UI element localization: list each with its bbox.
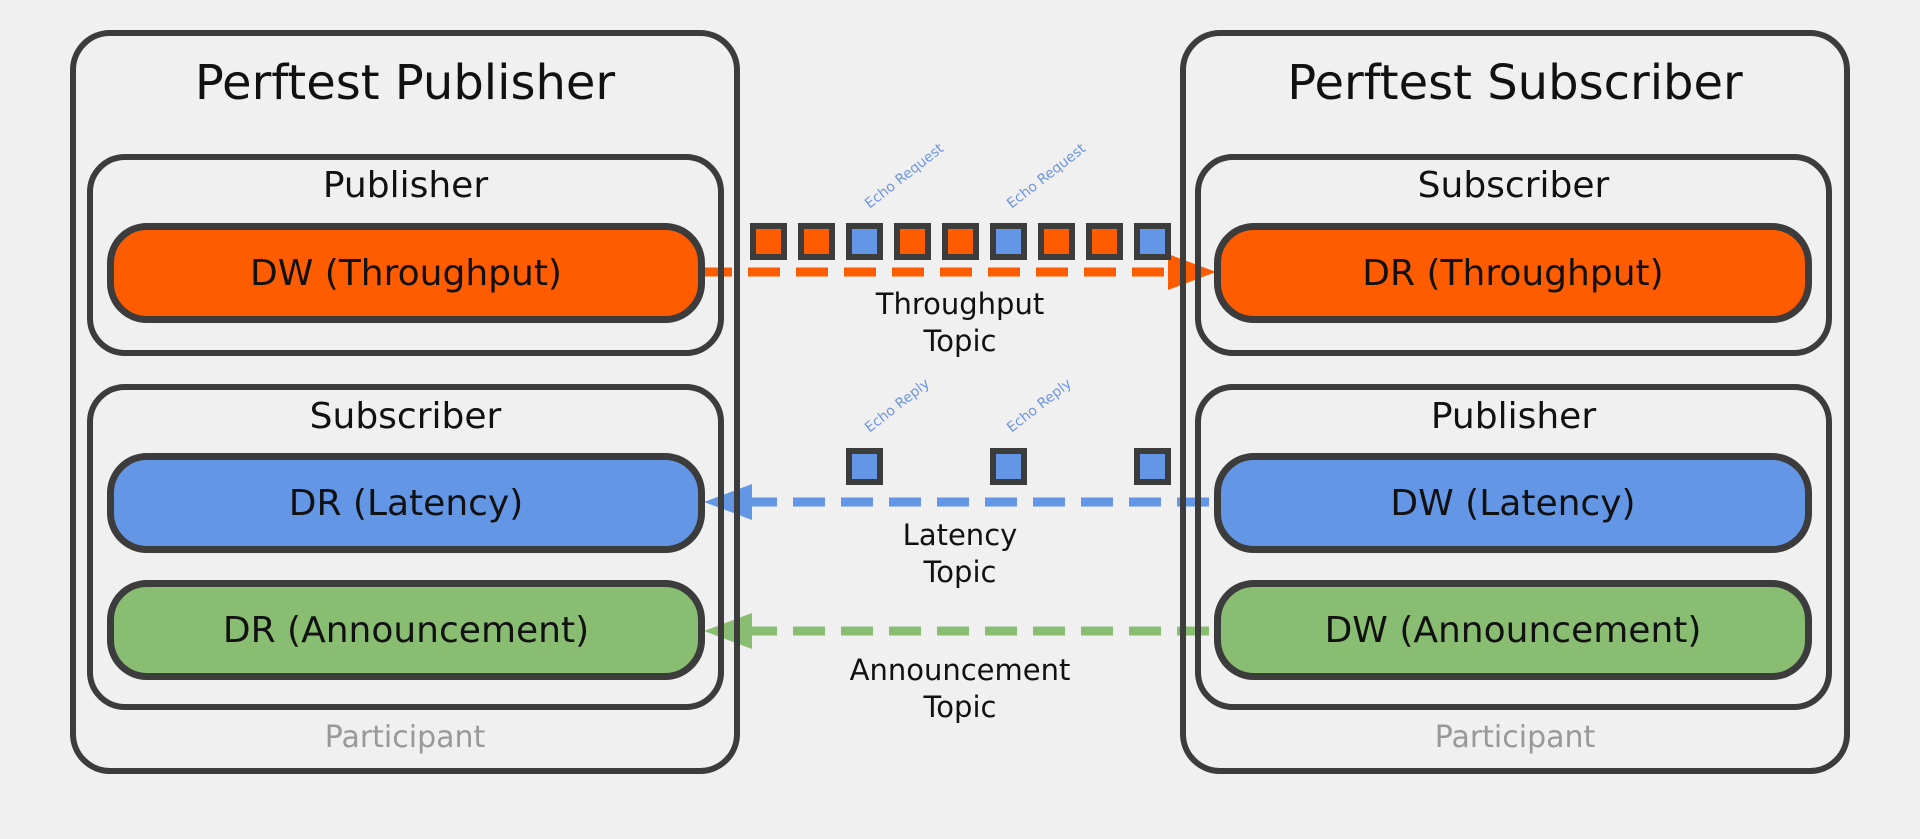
echo-reply-sample [990,448,1027,485]
latency-topic-label: Latency Topic [860,517,1060,591]
throughput-sample [798,223,835,260]
throughput-sample [894,223,931,260]
left-subscriber-label: Subscriber [309,396,502,437]
right-participant [1180,30,1850,774]
left-participant-footer: Participant [324,720,486,755]
latency-topic-line1: Latency [902,518,1018,552]
left-dw-throughput[interactable]: DW (Throughput) [107,223,705,323]
left-publisher-label: Publisher [322,165,489,206]
right-participant-footer: Participant [1434,720,1596,755]
left-participant [70,30,740,774]
right-publisher-entity [1195,384,1832,710]
latency-topic-line2: Topic [923,555,997,589]
right-dw-announcement[interactable]: DW (Announcement) [1214,580,1812,680]
left-subscriber-entity [87,384,724,710]
throughput-sample [750,223,787,260]
left-dr-latency[interactable]: DR (Latency) [107,453,705,553]
announcement-arrowhead [704,613,752,649]
right-dw-latency[interactable]: DW (Latency) [1214,453,1812,553]
left-participant-title: Perftest Publisher [194,55,616,111]
latency-arrowhead [704,484,752,520]
echo-request-sample [990,223,1027,260]
right-participant-title: Perftest Subscriber [1287,55,1743,111]
throughput-sample [1038,223,1075,260]
echo-reply-sample [1134,448,1171,485]
throughput-topic-line1: Throughput [875,287,1045,321]
announcement-topic-line1: Announcement [849,653,1071,687]
throughput-sample [942,223,979,260]
echo-request-sample [1134,223,1171,260]
right-dr-throughput[interactable]: DR (Throughput) [1214,223,1812,323]
announcement-topic-line2: Topic [923,690,997,724]
throughput-sample [1086,223,1123,260]
announcement-topic-label: Announcement Topic [840,652,1080,726]
right-publisher-label: Publisher [1430,396,1597,437]
throughput-topic-line2: Topic [923,324,997,358]
echo-reply-sample [846,448,883,485]
right-subscriber-entity [1195,154,1832,356]
latency-samples [846,448,1171,485]
echo-request-sample [846,223,883,260]
throughput-topic-label: Throughput Topic [860,286,1060,360]
throughput-samples [750,223,1171,260]
left-publisher-entity [87,154,724,356]
left-dr-announcement[interactable]: DR (Announcement) [107,580,705,680]
right-subscriber-label: Subscriber [1417,165,1610,206]
